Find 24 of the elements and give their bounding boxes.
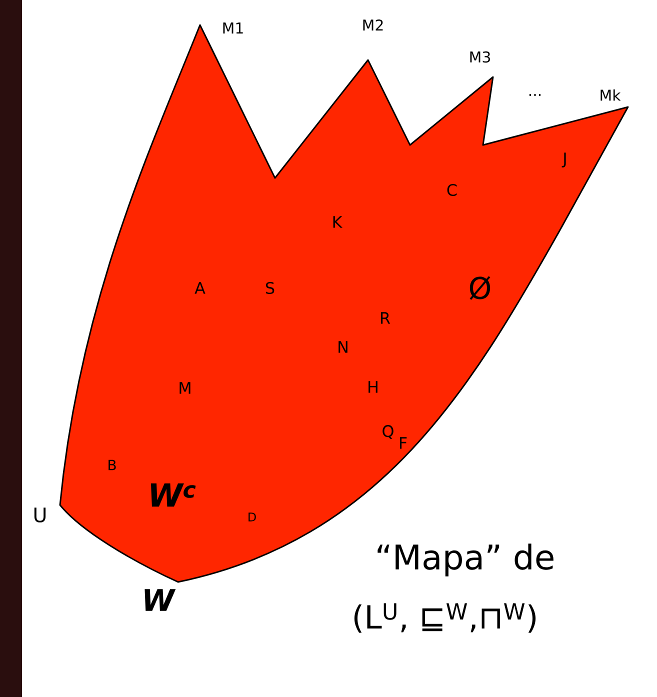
caption-text: “Mapa” de	[378, 544, 554, 576]
corner-label: U	[34, 508, 46, 522]
point-label: A	[194, 282, 206, 294]
vertex-label: Mk	[600, 89, 621, 101]
point-label: S	[266, 282, 274, 294]
point-label: D	[248, 512, 256, 522]
point-label: M	[180, 382, 190, 394]
point-label: B	[108, 460, 116, 470]
ellipsis: ...	[529, 94, 541, 96]
point-label: Q	[382, 425, 394, 439]
caption-formula: (L$^{U}$, ⊑$^{W}$,⊓$^{W}$)	[354, 603, 536, 633]
point-label: K	[333, 216, 343, 228]
point-label: H	[368, 381, 378, 393]
point-label: F	[400, 437, 407, 449]
vertex-label: M1	[223, 22, 243, 34]
empty-set-symbol: Ø	[470, 276, 490, 300]
point-label: C	[447, 184, 457, 196]
point-label: R	[381, 312, 390, 324]
vertex-label: M3	[470, 51, 490, 63]
vertex-label: M2	[363, 19, 383, 31]
point-label: J	[562, 152, 566, 168]
point-label: N	[338, 341, 348, 353]
corner-label: W	[144, 589, 176, 611]
region-label: W$^{c}$	[150, 483, 196, 507]
